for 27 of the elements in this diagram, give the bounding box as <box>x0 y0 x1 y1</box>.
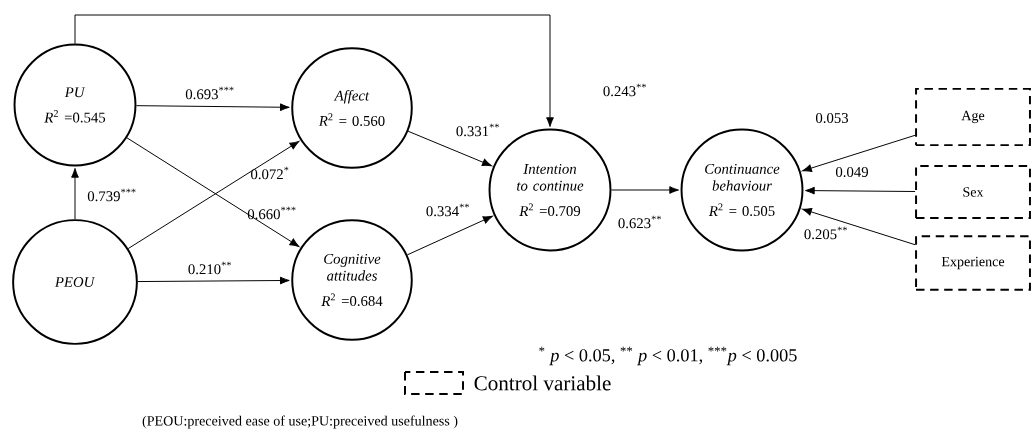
edge-label: 0.334$^{**}$ <box>426 203 469 217</box>
arrow <box>137 276 290 285</box>
arrow <box>610 186 679 194</box>
abbreviation-note: (PEOU:preceived ease of use;PU:preceived usefulness ) <box>142 415 458 429</box>
arrow <box>407 130 492 167</box>
edge-label: 0.243$^{**}$ <box>603 83 646 97</box>
arrow <box>406 215 493 256</box>
edge-label: 0.623$^{**}$ <box>618 215 661 229</box>
control-variable-box: Age <box>915 87 1031 147</box>
arrow <box>802 134 916 172</box>
legend-text: Control variable <box>474 375 611 391</box>
arrow <box>71 168 79 220</box>
edge-label: 0.072$^{*}$ <box>251 166 289 180</box>
edge-label: 0.210$^{**}$ <box>188 261 231 275</box>
significance-note: $^{*}$ p < 0.05, $^{**}$ p < 0.01, $^{***}$p < 0.005 <box>539 346 797 366</box>
edge-label: 0.049 <box>835 167 868 177</box>
edge-label: 0.693$^{***}$ <box>185 86 234 100</box>
arrow <box>135 103 290 112</box>
arrow <box>74 14 554 127</box>
edge-label: 0.739$^{***}$ <box>87 188 136 202</box>
arrow <box>805 186 916 195</box>
control-variable-box: Sex <box>915 165 1031 219</box>
control-variable-box: Experience <box>915 235 1031 291</box>
arrow <box>802 208 916 246</box>
edge-label: 0.205$^{**}$ <box>804 226 847 240</box>
edge-label: 0.053 <box>815 113 849 123</box>
edge-label: 0.660$^{***}$ <box>247 206 296 220</box>
